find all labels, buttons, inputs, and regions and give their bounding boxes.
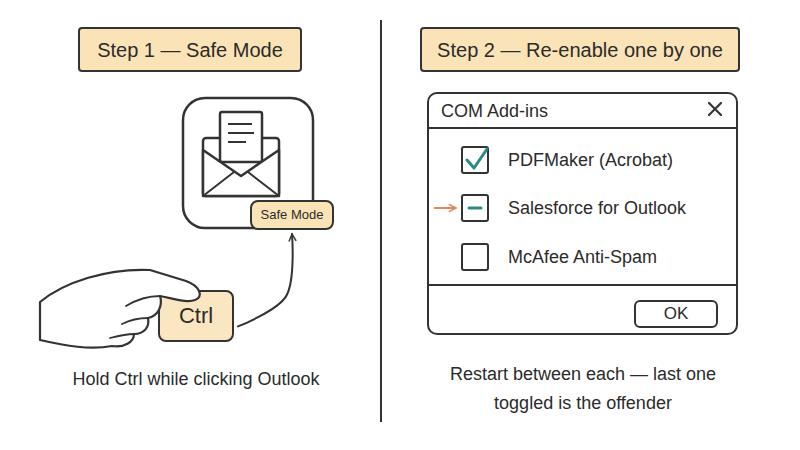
ok-button-text: OK [664,304,689,324]
step-caption: Restart between each — last one toggled … [432,360,734,418]
finger-crease [110,296,160,338]
footer-line [428,284,737,286]
checkbox-partial [462,195,488,221]
ctrl-key-text: Ctrl [179,303,213,329]
pressing-hand [40,270,200,348]
step-header: Step 1 — Safe Mode [78,27,302,72]
letter-line [228,123,252,125]
addin-name: PDFMaker (Acrobat) [508,146,728,175]
step-header-text: Step 2 — Re-enable one by one [437,38,723,62]
addin-name: Salesforce for Outlook [508,194,728,223]
checkbox-checked [462,147,488,173]
safe-mode-badge: Safe Mode [250,200,334,230]
ctrl-key: Ctrl [158,290,234,342]
envelope-fold [203,172,279,196]
step-caption: Hold Ctrl while clicking Outlook [36,365,356,394]
curved-arrow [238,234,293,326]
safe-mode-badge-text: Safe Mode [261,207,324,223]
dash-mark [469,207,481,210]
dialog-window-text: COM Add-ins [429,94,736,130]
envelope-front [203,150,279,196]
letter-sheet [220,112,262,162]
checkbox-empty [462,244,488,270]
check-mark [467,149,487,168]
pointer-arrow [434,207,456,209]
ok-button: OK [634,300,718,328]
letter-line [228,132,254,134]
close-icon [709,103,721,115]
step-header: Step 2 — Re-enable one by one [420,27,740,72]
step-header-text: Step 1 — Safe Mode [97,38,283,62]
edge-layer [238,234,293,326]
divider-line [380,20,382,422]
addin-name: McAfee Anti-Spam [508,243,728,272]
title-bar-line [428,127,737,129]
letter-line [228,141,246,143]
hand-outline [40,270,200,348]
dialog-decoration [428,103,737,285]
